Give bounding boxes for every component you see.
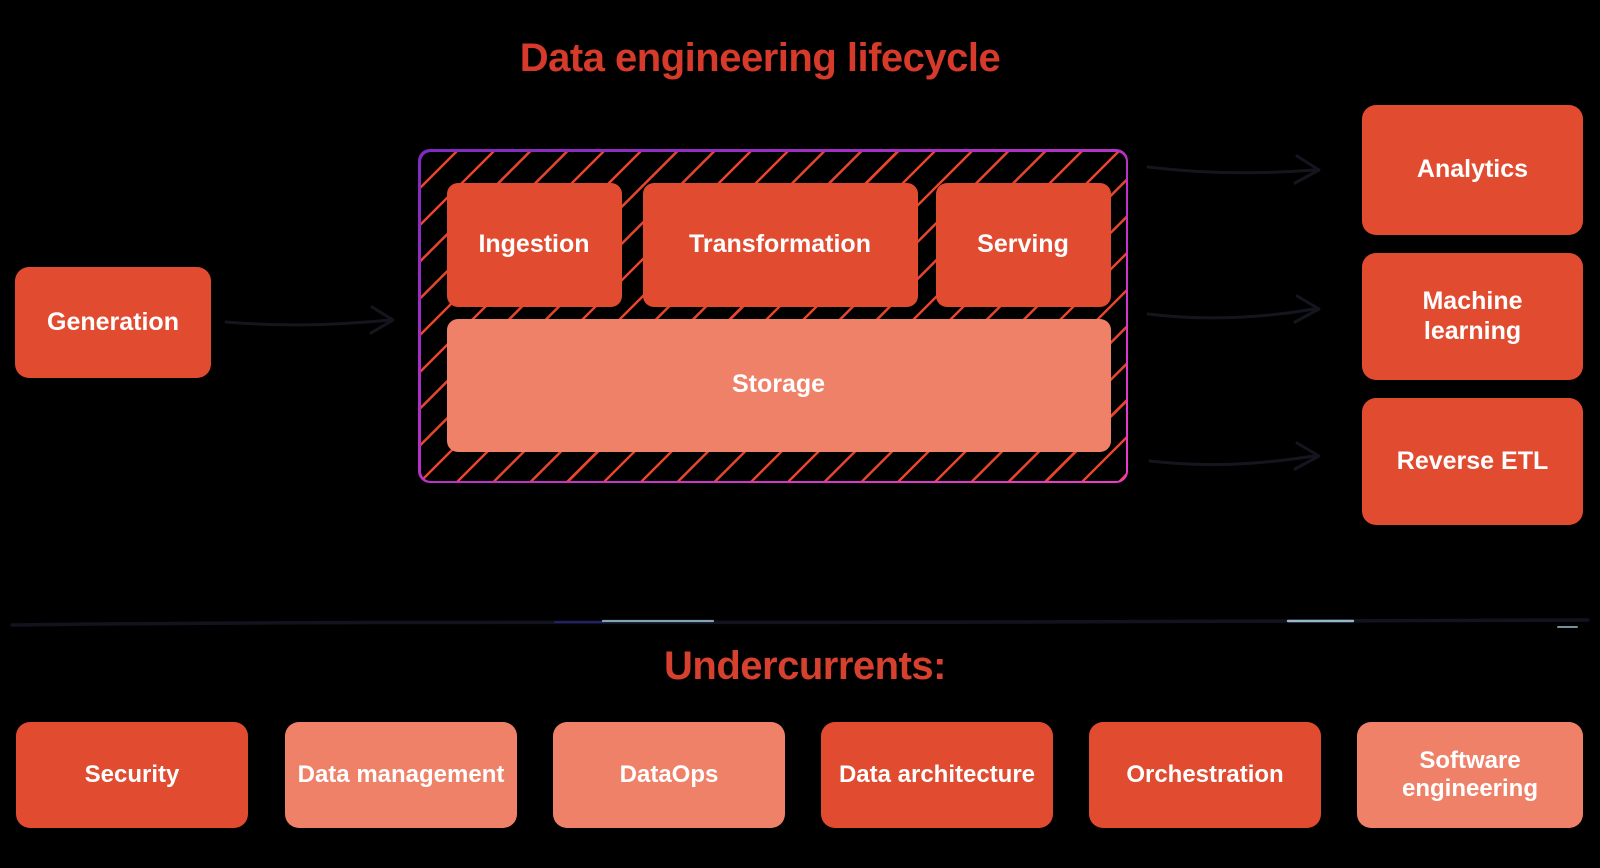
serving-box[interactable]: Serving <box>935 182 1111 307</box>
machine-learning-box[interactable]: Machine learning <box>1362 253 1583 380</box>
ingestion-label: Ingestion <box>478 229 590 258</box>
arrow-lifecycle-to-reverse-etl <box>1148 441 1321 471</box>
lifecycle-frame: Ingestion Transformation Serving Storage <box>418 149 1128 483</box>
arrow-lifecycle-to-machine-learning <box>1146 294 1321 324</box>
ingestion-box[interactable]: Ingestion <box>446 182 622 307</box>
data-architecture-box[interactable]: Data architecture <box>821 722 1053 828</box>
arrow-generation-to-lifecycle <box>224 305 395 335</box>
machine-learning-label: Machine learning <box>1422 287 1523 345</box>
software-engineering-box[interactable]: Software engineering <box>1357 722 1583 828</box>
security-box[interactable]: Security <box>16 722 248 828</box>
page-title: Data engineering lifecycle <box>519 36 1001 80</box>
data-management-label: Data management <box>297 760 505 788</box>
data-architecture-label: Data architecture <box>838 760 1036 788</box>
data-management-box[interactable]: Data management <box>285 722 517 828</box>
lifecycle-hatched-area: Ingestion Transformation Serving Storage <box>420 151 1126 481</box>
security-label: Security <box>84 760 180 788</box>
analytics-box[interactable]: Analytics <box>1362 105 1583 235</box>
transformation-label: Transformation <box>689 229 871 258</box>
transformation-box[interactable]: Transformation <box>642 182 918 307</box>
undercurrents-title: Undercurrents: <box>664 644 946 688</box>
generation-box[interactable]: Generation <box>15 267 211 378</box>
orchestration-box[interactable]: Orchestration <box>1089 722 1321 828</box>
orchestration-label: Orchestration <box>1126 760 1284 788</box>
analytics-label: Analytics <box>1416 155 1529 184</box>
arrow-lifecycle-to-analytics <box>1146 154 1321 185</box>
storage-box[interactable]: Storage <box>446 318 1111 452</box>
generation-label: Generation <box>47 307 179 336</box>
dataops-label: DataOps <box>619 760 719 788</box>
reverse-etl-label: Reverse ETL <box>1396 446 1549 475</box>
storage-label: Storage <box>731 370 826 399</box>
undercurrents-divider-line <box>10 618 1590 628</box>
software-engineering-label: Software engineering <box>1401 746 1539 802</box>
serving-label: Serving <box>977 229 1069 258</box>
reverse-etl-box[interactable]: Reverse ETL <box>1362 398 1583 525</box>
dataops-box[interactable]: DataOps <box>553 722 785 828</box>
